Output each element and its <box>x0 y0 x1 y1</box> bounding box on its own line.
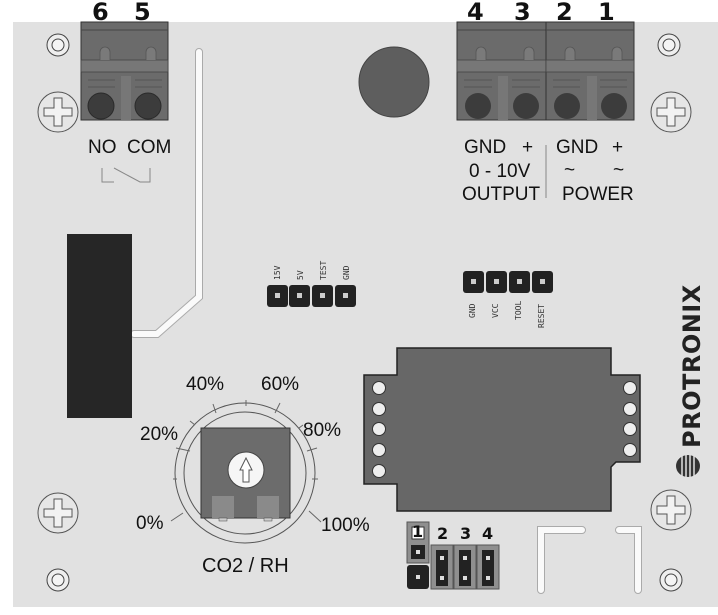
knob-arrow-icon <box>239 456 253 483</box>
normally-open-switch-icon <box>101 167 151 183</box>
mount-hole-top-right-icon <box>657 33 681 57</box>
sensor-module <box>363 347 641 512</box>
light-guide-left <box>537 526 586 594</box>
label-output-range: 0 - 10V <box>469 161 531 182</box>
screw-3-icon <box>512 79 540 119</box>
terminal-number-6: 6 <box>92 0 109 26</box>
scale-0: 0% <box>136 513 164 534</box>
label-power-title: POWER <box>562 184 634 205</box>
jumper-label-3: 3 <box>460 524 472 543</box>
jumper-block <box>406 521 500 590</box>
screw-6-icon <box>87 79 115 120</box>
pin-label-gnd: GND <box>342 265 351 280</box>
screw-4-icon <box>464 79 492 119</box>
pin-label-tool: TOOL <box>514 300 523 320</box>
screw-top-right-icon <box>650 91 692 133</box>
pin-label-5v: 5V <box>296 270 305 280</box>
mount-hole-top-left-icon <box>46 33 70 57</box>
label-power-ac-2: ~ <box>613 160 625 181</box>
label-no: NO <box>88 137 117 158</box>
scale-20: 20% <box>140 424 179 445</box>
mount-hole-bottom-right-icon <box>659 568 683 592</box>
scale-60: 60% <box>261 374 300 395</box>
screw-top-left-icon <box>37 91 79 133</box>
label-output-title: OUTPUT <box>462 184 541 205</box>
jumper-label-1: 1 <box>412 522 424 541</box>
label-power-plus: + <box>612 137 624 158</box>
terminal-number-4: 4 <box>467 0 484 26</box>
label-output-gnd: GND <box>464 137 507 158</box>
potentiometer-title: CO2 / RH <box>202 555 289 577</box>
label-power-ac-1: ~ <box>564 160 576 181</box>
round-button <box>358 46 430 118</box>
pin-header-right <box>463 271 553 293</box>
output-terminal-block <box>456 21 547 121</box>
label-com: COM <box>127 137 172 158</box>
label-power-gnd: GND <box>556 137 599 158</box>
terminal-number-3: 3 <box>514 0 531 26</box>
scale-80: 80% <box>303 420 342 441</box>
scale-40: 40% <box>186 374 225 395</box>
mount-hole-bottom-left-icon <box>46 568 70 592</box>
relay-component <box>67 234 132 418</box>
pin-label-test: TEST <box>319 260 328 280</box>
pin-label-vcc: VCC <box>491 303 500 318</box>
jumper-label-4: 4 <box>482 524 494 543</box>
jumper-label-2: 2 <box>437 524 449 543</box>
screw-5-icon <box>134 79 162 120</box>
scale-100: 100% <box>321 515 370 536</box>
screw-1-icon <box>600 79 627 119</box>
terminal-number-5: 5 <box>134 0 151 26</box>
protronix-logo-icon <box>676 455 700 477</box>
pin-label-15v: 15V <box>273 265 282 280</box>
power-terminal-block <box>545 21 635 121</box>
brand-name: PROTRONIX <box>678 284 706 448</box>
potentiometer[interactable] <box>170 400 322 544</box>
screw-bottom-left-icon <box>37 492 79 534</box>
screw-2-icon <box>553 79 580 119</box>
screw-bottom-right-icon <box>650 489 692 531</box>
label-output-plus: + <box>522 137 534 158</box>
pin-label-gnd-right: GND <box>468 303 477 318</box>
pin-header-left <box>267 285 356 307</box>
terminal-number-2: 2 <box>556 0 573 26</box>
terminal-number-1: 1 <box>598 0 615 26</box>
relay-terminal-block <box>80 21 169 121</box>
pin-label-reset: RESET <box>537 303 546 328</box>
